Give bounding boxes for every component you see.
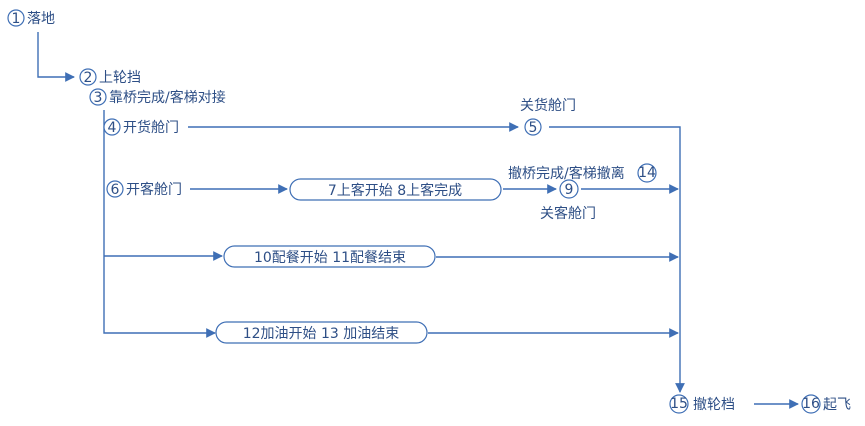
- step-label: 12加油开始 13 加油结束: [243, 326, 400, 342]
- step-label: 10配餐开始 11配餐结束: [254, 250, 406, 266]
- node-boarding: 7上客开始 8上客完成: [289, 178, 502, 201]
- step-circle: [103, 118, 121, 136]
- step-number: 1: [12, 11, 21, 27]
- step-circle: [89, 88, 107, 106]
- node-close-cargo-door: 关货舱门 5: [520, 97, 576, 136]
- node-landing: 1 落地: [7, 9, 55, 27]
- node-open-cargo-door: 4 开货舱门: [103, 118, 179, 136]
- node-chocks-on: 2 上轮挡: [79, 68, 141, 86]
- step-circle: [524, 118, 542, 136]
- step-label: 关货舱门: [520, 97, 576, 114]
- step-circle: [559, 179, 579, 199]
- step-circle: [801, 394, 821, 414]
- arrow-close-cargo-to-chocks-off: [549, 126, 685, 393]
- step-label: 开客舱门: [126, 181, 182, 198]
- step-number: 16: [802, 396, 820, 412]
- step-circle: [637, 163, 657, 183]
- arrow-landing-to-chocks: [37, 32, 75, 82]
- arrow-main-to-fueling: [103, 110, 216, 338]
- step-label: 7上客开始 8上客完成: [328, 182, 462, 199]
- step-label: 撤桥完成/客梯撤离: [508, 165, 625, 182]
- step-circle: [79, 68, 97, 86]
- step-label: 开货舱门: [123, 119, 179, 136]
- connectors: [37, 32, 799, 409]
- node-close-cabin-door: 9 关客舱门: [540, 179, 596, 222]
- node-chocks-off: 15 撤轮档: [669, 394, 735, 414]
- step-label: 上轮挡: [99, 70, 141, 86]
- step-circle: [669, 394, 689, 414]
- step-number: 9: [565, 182, 574, 198]
- step-number: 15: [670, 396, 688, 412]
- node-bridge-docked: 3 靠桥完成/客梯对接: [89, 88, 226, 106]
- step-label: 起飞: [823, 397, 851, 413]
- catering-pill: [223, 245, 436, 268]
- node-open-cabin-door: 6 开客舱门: [106, 180, 182, 198]
- step-number: 4: [108, 120, 117, 136]
- node-catering: 10配餐开始 11配餐结束: [223, 245, 436, 268]
- step-number: 6: [111, 182, 120, 198]
- step-number: 14: [638, 165, 656, 181]
- step-number: 2: [84, 70, 93, 86]
- fueling-pill: [215, 321, 428, 344]
- step-label: 撤轮档: [693, 397, 735, 413]
- node-bridge-removed: 撤桥完成/客梯撤离 14: [508, 163, 657, 183]
- step-label: 落地: [27, 11, 55, 27]
- node-takeoff: 16 起飞: [801, 394, 851, 414]
- step-label: 靠桥完成/客梯对接: [109, 89, 226, 106]
- node-fueling: 12加油开始 13 加油结束: [215, 321, 428, 344]
- step-number: 3: [94, 90, 103, 106]
- step-circle: [7, 9, 25, 27]
- step-number: 5: [529, 120, 538, 136]
- step-label: 关客舱门: [540, 205, 596, 222]
- boarding-pill: [289, 178, 502, 201]
- step-circle: [106, 180, 124, 198]
